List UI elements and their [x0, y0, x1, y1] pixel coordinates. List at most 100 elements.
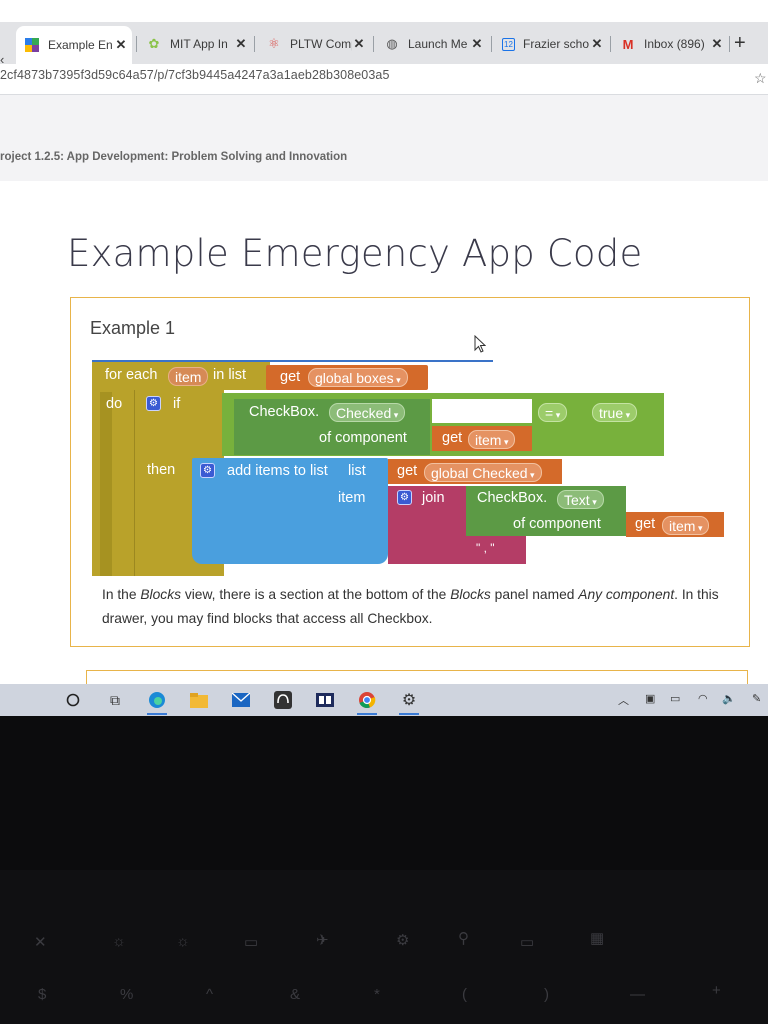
ampersand-key-icon: & — [290, 986, 301, 1003]
mail-icon[interactable] — [230, 689, 252, 711]
in-list-label: in list — [213, 367, 247, 383]
windows-taskbar: ⧉ ⚙ ︿ ▣ ▭ ◠ 🔈 ✎ — [0, 684, 768, 716]
get-label: get — [635, 516, 656, 532]
tab-separator — [373, 36, 374, 52]
checkbox-label: CheckBox. — [249, 404, 320, 420]
get-label: get — [280, 369, 301, 385]
gmail-icon: M — [622, 36, 634, 52]
tab-label: MIT App In — [170, 37, 228, 51]
desc-emphasis: Blocks — [450, 587, 491, 602]
text-pill: Text — [557, 490, 604, 509]
atom-icon: ⚛ — [268, 36, 280, 51]
if-label: if — [173, 396, 181, 412]
tab-label: Launch Me — [408, 37, 468, 51]
desc-emphasis: Any component — [578, 587, 675, 602]
edge-icon[interactable] — [146, 689, 168, 711]
search-key-icon: ⚲ — [458, 930, 469, 947]
close-icon[interactable]: ✕ — [711, 36, 723, 51]
item-label: item — [338, 490, 366, 506]
volume-icon[interactable]: 🔈 — [722, 693, 736, 705]
desc-emphasis: Blocks — [140, 587, 181, 602]
task-view-icon[interactable]: ⧉ — [110, 691, 120, 708]
gear-icon[interactable]: ⚙ — [200, 463, 215, 478]
comma-text-block — [466, 538, 526, 564]
join-label: join — [422, 490, 445, 506]
chevron-up-icon[interactable]: ︿ — [618, 695, 629, 707]
tab-mit-app-inventor[interactable]: ✿ MIT App In ✕ — [138, 28, 252, 60]
true-pill: true — [592, 403, 638, 422]
of-component-label: of component — [513, 516, 601, 532]
tab-separator — [136, 36, 137, 52]
headphones-app-icon[interactable] — [272, 689, 294, 711]
item-pill: item — [468, 430, 516, 449]
tab-separator — [610, 36, 611, 52]
keyboard-backlight-key-icon: ▭ — [520, 934, 535, 951]
tab-example-emergency[interactable]: Example En ✕ — [16, 26, 132, 64]
close-icon[interactable]: ✕ — [471, 36, 483, 51]
globe-icon: ◍ — [386, 36, 398, 51]
mouse-cursor-icon — [474, 334, 487, 358]
scroll-left-icon[interactable]: ‹ — [0, 52, 5, 67]
url-text[interactable]: 2cf4873b7395f3d59c64a57/p/7cf3b9445a4247… — [0, 68, 390, 82]
desc-text: In the — [102, 587, 141, 602]
running-indicator — [147, 713, 167, 715]
meet-now-icon[interactable]: ▣ — [645, 693, 656, 705]
add-items-block — [192, 458, 388, 564]
close-icon[interactable]: ✕ — [591, 36, 603, 51]
global-boxes-pill: global boxes — [308, 368, 408, 387]
tab-inbox[interactable]: M Inbox (896) ✕ — [612, 28, 728, 60]
settings-gear-icon[interactable]: ⚙ — [401, 692, 417, 709]
tab-pltw[interactable]: ⚛ PLTW Comp ✕ — [258, 28, 370, 60]
blocks-top-line — [92, 360, 493, 362]
minus-key-icon: — — [630, 986, 645, 1003]
example-description: In the Blocks view, there is a section a… — [102, 583, 722, 631]
desc-text: view, there is a section at the bottom o… — [181, 587, 451, 602]
add-items-label: add items to list — [227, 463, 328, 479]
address-bar[interactable]: 2cf4873b7395f3d59c64a57/p/7cf3b9445a4247… — [0, 64, 768, 95]
tab-frazier-school[interactable]: 12 Frazier scho ✕ — [494, 28, 608, 60]
calendar-icon: 12 — [502, 37, 515, 51]
close-icon[interactable]: ✕ — [235, 36, 247, 51]
do-label: do — [106, 396, 123, 412]
comma-text: " , " — [476, 541, 495, 555]
tab-separator — [254, 36, 255, 52]
pen-icon[interactable]: ✎ — [752, 693, 762, 705]
equals-pill: = — [538, 403, 568, 422]
breadcrumb-bar: roject 1.2.5: App Development: Problem S… — [0, 95, 768, 181]
running-indicator — [399, 713, 419, 715]
new-tab-button[interactable]: + — [734, 32, 746, 54]
wifi-icon[interactable]: ◠ — [698, 693, 708, 705]
tab-bar: ‹ Example En ✕ ✿ MIT App In ✕ ⚛ PLTW Com… — [0, 22, 768, 67]
dolby-icon[interactable] — [314, 689, 336, 711]
caret-key-icon: ^ — [206, 986, 214, 1003]
get-label: get — [442, 430, 463, 446]
item-pill: item — [662, 516, 710, 535]
cortana-search-icon[interactable] — [62, 689, 84, 711]
close-icon[interactable]: ✕ — [115, 37, 127, 52]
brightness-up-key-icon: ☼ — [176, 933, 190, 950]
battery-icon[interactable]: ▭ — [670, 693, 681, 705]
running-indicator — [357, 713, 377, 715]
gear-icon[interactable]: ⚙ — [146, 396, 161, 411]
paren-open-key-icon: ( — [462, 986, 467, 1003]
page-icon — [24, 37, 40, 53]
breadcrumb[interactable]: roject 1.2.5: App Development: Problem S… — [0, 151, 348, 163]
block-shadow — [100, 392, 112, 576]
chrome-icon[interactable] — [356, 689, 378, 711]
tab-label: Frazier scho — [523, 37, 590, 51]
for-each-label: for each — [105, 367, 158, 383]
file-explorer-icon[interactable] — [188, 689, 210, 711]
tab-separator — [491, 36, 492, 52]
tab-launch-me[interactable]: ◍ Launch Me ✕ — [376, 28, 488, 60]
asterisk-key-icon: * — [374, 986, 380, 1003]
gear-icon[interactable]: ⚙ — [397, 490, 412, 505]
desc-text: . In this drawer, you may find blocks th… — [102, 587, 719, 626]
appinventor-icon: ✿ — [148, 36, 160, 51]
projector-key-icon: ▭ — [244, 934, 259, 951]
example-title: Example 1 — [90, 318, 176, 338]
tab-label: PLTW Comp — [290, 37, 352, 51]
close-icon[interactable]: ✕ — [353, 36, 365, 51]
plus-key-icon: + — [712, 982, 721, 999]
dollar-key-icon: $ — [38, 986, 47, 1003]
bookmark-star-icon[interactable]: ☆ — [754, 70, 767, 86]
